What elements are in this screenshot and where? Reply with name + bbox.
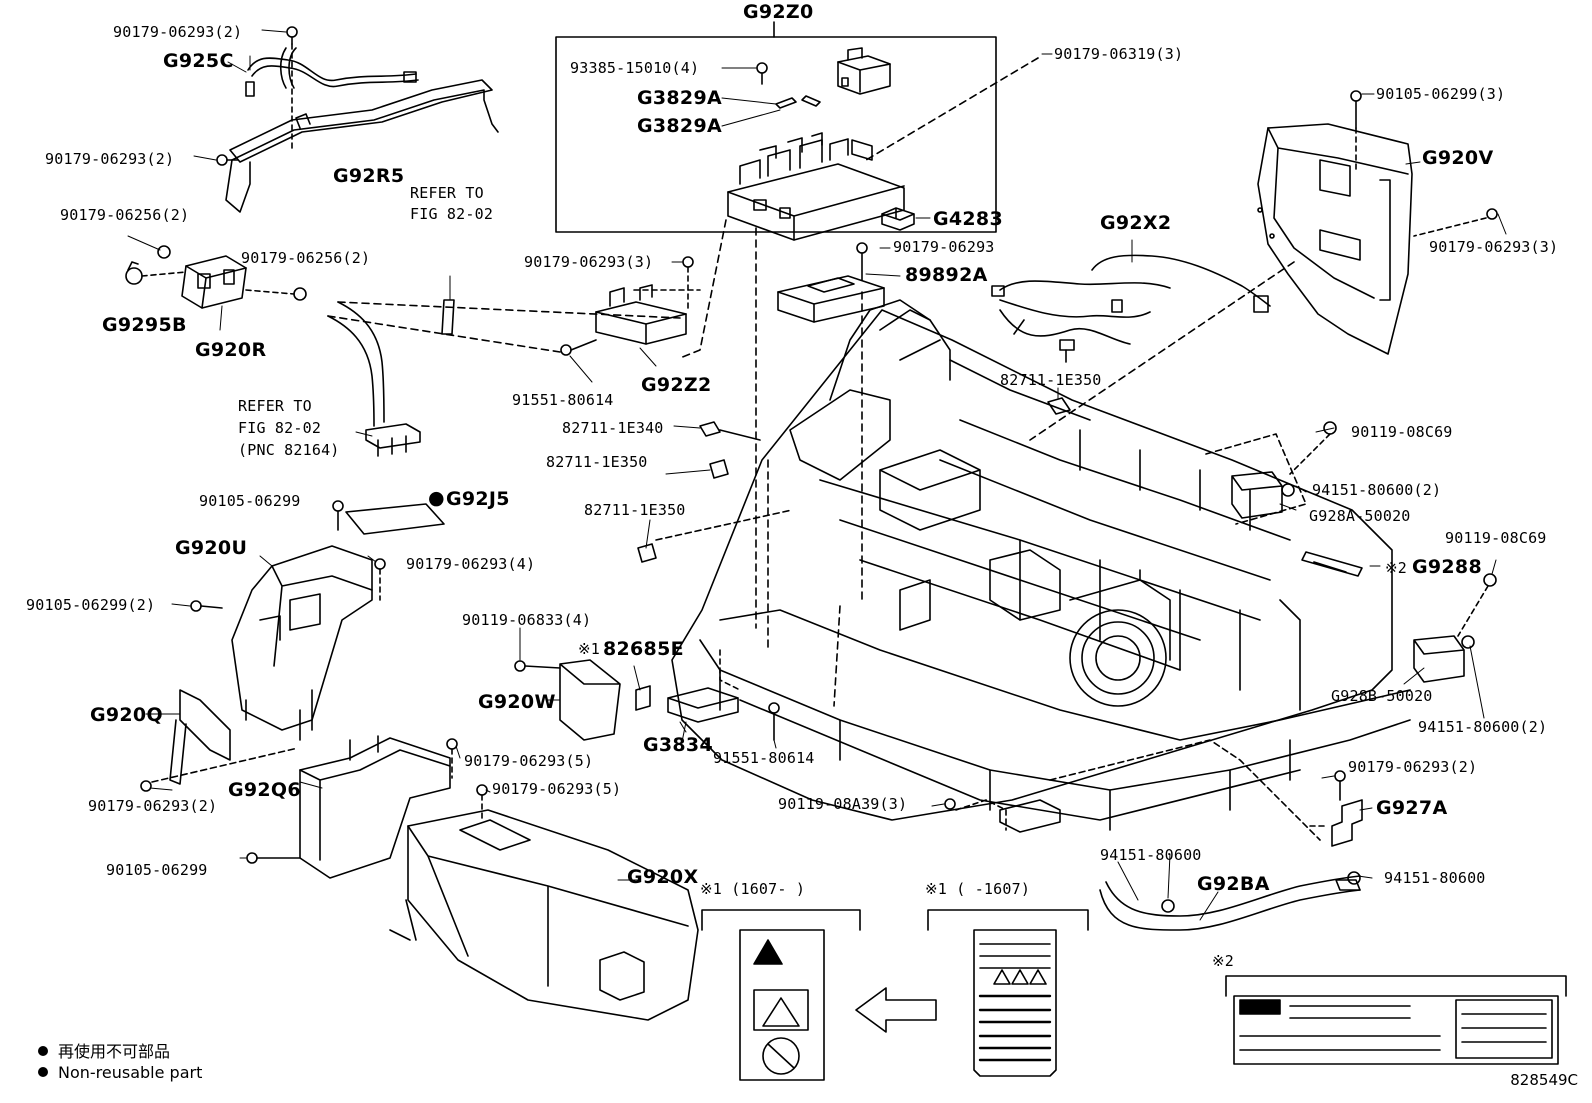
callout-label: 82711-1E350 <box>584 501 686 519</box>
callout-label: G9288 <box>1412 556 1482 578</box>
callout-label: 90179-06256(2) <box>60 206 190 224</box>
callout-label: G928A-50020 <box>1309 507 1411 525</box>
hv-cable <box>327 275 681 457</box>
callout-label: 90179-06319(3) <box>1054 45 1184 63</box>
callout-label: G928B-50020 <box>1331 687 1433 705</box>
callout-label: 90179-06293(2) <box>88 797 218 815</box>
callout-label: 90119-06833(4) <box>462 611 592 629</box>
battery-assembly <box>637 227 1411 831</box>
left-covers <box>140 500 699 1021</box>
callout-label: G3829A <box>637 115 722 137</box>
legend-en-text: Non-reusable part <box>58 1063 203 1082</box>
callout-label: 82711-1E340 <box>562 419 664 437</box>
callout-label: G92Z0 <box>743 1 814 23</box>
callout-label: G9295B <box>102 314 187 336</box>
callout-label: 94151-80600(2) <box>1312 481 1442 499</box>
callout-label: 94151-80600 <box>1100 846 1202 864</box>
leader-lines <box>145 29 1507 921</box>
callout-label: 89892A <box>905 264 988 286</box>
callout-label: 90179-06256(2) <box>241 249 371 267</box>
g920r-bracket <box>125 235 307 331</box>
callout-label: 90179-06293(3) <box>524 253 654 271</box>
callout-label: G3834 <box>643 734 713 756</box>
callout-label: FIG 82-02 <box>410 205 494 223</box>
g92r5-bracket <box>193 26 499 213</box>
callout-label: G4283 <box>933 208 1003 230</box>
callout-label: 90179-06293(5) <box>492 780 622 798</box>
callout-label: 90179-06293 <box>893 238 995 256</box>
callout-label: REFER TO <box>410 184 484 202</box>
callout-label: G920X <box>627 866 699 888</box>
g928-brackets <box>1205 421 1497 683</box>
g92ba-cable <box>944 739 1361 931</box>
callout-label: 90119-08C69 <box>1351 423 1453 441</box>
non-reusable-marker: ● <box>428 487 445 509</box>
g92z0-assembly-box <box>555 21 1039 359</box>
callout-label: G920R <box>195 339 267 361</box>
g92z2-bracket <box>560 256 701 356</box>
callout-label: 94151-80600 <box>1384 869 1486 887</box>
bullet-icon <box>38 1067 48 1077</box>
label-note-2 <box>1225 975 1567 1065</box>
callout-label: 90179-06293(2) <box>45 150 175 168</box>
callout-label: G92BA <box>1197 873 1270 895</box>
callout-label: 82711-1E350 <box>1000 371 1102 389</box>
callout-label: G92Z2 <box>641 374 712 396</box>
callout-label: 90179-06293(2) <box>1348 758 1478 776</box>
bullet-icon <box>38 1046 48 1056</box>
callout-label: G920Q <box>90 704 163 726</box>
callout-label: 82711-1E350 <box>546 453 648 471</box>
callout-label: G920U <box>175 537 248 559</box>
callout-label: 90179-06293(2) <box>113 23 243 41</box>
callout-label: ※2 <box>1212 952 1234 970</box>
warning-labels <box>701 909 1089 1081</box>
callout-label: ※1 (1607- ) <box>700 880 806 898</box>
callout-label: G92Q6 <box>228 779 301 801</box>
callout-label: 90105-06299 <box>106 861 208 879</box>
legend-jp-text: 再使用不可部品 <box>58 1042 171 1061</box>
callout-label: G92R5 <box>333 165 405 187</box>
callout-label: 91551-80614 <box>713 749 815 767</box>
callout-label: 82685E <box>603 638 684 660</box>
legend-en: Non-reusable part <box>38 1063 202 1082</box>
ecu-89892a <box>777 242 885 601</box>
callout-label: ※2 <box>1385 559 1407 577</box>
legend-jp: 再使用不可部品 <box>38 1038 170 1062</box>
callout-label: 93385-15010(4) <box>570 59 700 77</box>
figure-code: 828549C <box>1510 1071 1578 1089</box>
callout-label: 90179-06293(3) <box>1429 238 1559 256</box>
callout-label: 90105-06299(3) <box>1376 85 1506 103</box>
callout-label: G92X2 <box>1100 212 1172 234</box>
callout-label: 90119-08C69 <box>1445 529 1547 547</box>
callout-label: G92J5 <box>446 488 510 510</box>
callout-label: 90179-06293(4) <box>406 555 536 573</box>
callout-label: ※1 ( -1607) <box>925 880 1031 898</box>
callout-label: G3829A <box>637 87 722 109</box>
callout-label: 90119-08A39(3) <box>778 795 908 813</box>
callout-label: G920V <box>1422 147 1494 169</box>
callout-label: FIG 82-02 <box>238 419 322 437</box>
callout-label: 91551-80614 <box>512 391 614 409</box>
g920w-g3834 <box>514 649 780 743</box>
callout-label: G920W <box>478 691 556 713</box>
callout-label: 90179-06293(5) <box>464 752 594 770</box>
callout-label: G927A <box>1376 797 1448 819</box>
g92x2-harness <box>991 239 1271 363</box>
callout-label: ※1 <box>578 640 600 658</box>
g927a-clip <box>1305 770 1363 847</box>
callout-label: 90105-06299(2) <box>26 596 156 614</box>
callout-label: 90105-06299 <box>199 492 301 510</box>
callout-label: (PNC 82164) <box>238 441 340 459</box>
callout-label: 94151-80600(2) <box>1418 718 1548 736</box>
callout-label: G925C <box>163 50 234 72</box>
callout-label: REFER TO <box>238 397 312 415</box>
